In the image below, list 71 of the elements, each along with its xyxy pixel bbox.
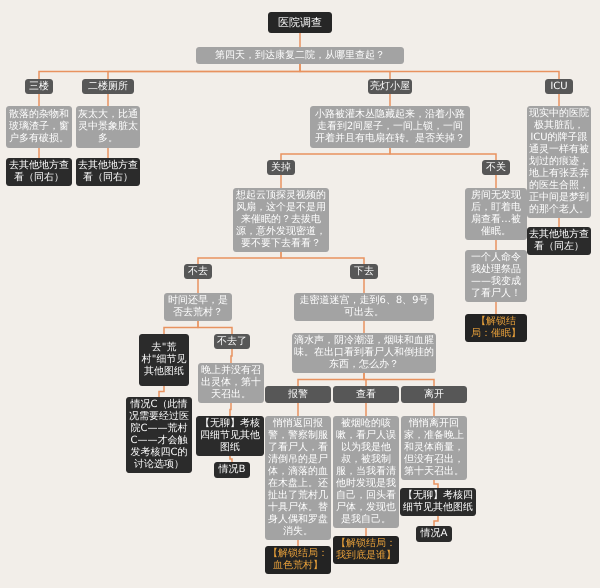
connector-line (280, 252, 365, 264)
connector-line (297, 540, 299, 546)
choice-box: 三楼 (25, 79, 53, 94)
description-box: 走密道迷宫，走到6、8、9号可出去。 (294, 293, 434, 321)
description-box: 一个人命令我处理祭品——我变成了看尸人！ (465, 250, 527, 302)
connector-line (38, 94, 40, 106)
connector-line (389, 148, 497, 160)
connector-line (365, 403, 367, 416)
connector-line (229, 456, 233, 462)
choice-box: 不关 (482, 160, 510, 175)
description-box: 时间还早，是否去荒村？ (164, 293, 232, 321)
connector-line (229, 403, 232, 416)
choice-box: 离开 (401, 386, 467, 403)
connector-line (389, 94, 391, 106)
connector-line (495, 302, 497, 314)
connector-line (363, 373, 435, 386)
description-box: 灰太大，比通灵中景象脏太多。 (76, 106, 140, 148)
connector-line (363, 279, 365, 293)
description-box: 晚上并没有召出灵体，第十天召出。 (198, 363, 264, 403)
connector-line (558, 218, 560, 227)
result-box: 情况A (416, 526, 452, 542)
connector-line (197, 279, 199, 293)
result-box: 去其他地方查看（同左） (527, 227, 591, 255)
description-box: 悄悄返回报警，警察制服了看尸人，看清倒吊的是尸体，滴落的血在木盘上。还扯出了荒村几十具尸体。替身人偶和罗盘消失。 (265, 416, 331, 540)
connector-line (365, 528, 367, 536)
description-box: 悄悄离开回家，准备晚上和灵体商量，但没有召出，第十天召出。 (401, 416, 467, 480)
result-box: 去其他地方查看（同右） (76, 158, 140, 186)
ending-box: 【解锁结局：血色荒村】 (265, 546, 331, 574)
connector-line (280, 175, 282, 188)
connector-line (107, 148, 109, 158)
choice-box: 不去了 (214, 334, 250, 349)
choice-box: 查看 (333, 386, 399, 403)
choice-box: 报警 (265, 386, 331, 403)
choice-box: ICU (545, 79, 573, 94)
result-box: 【无聊】考核四细节见其他图纸 (196, 416, 264, 456)
connector-line (433, 480, 439, 488)
connector-line (299, 33, 301, 47)
connector-line (38, 148, 40, 158)
connector-line (297, 403, 299, 416)
choice-box: 下去 (350, 264, 378, 279)
result-box: 情况B (214, 462, 250, 478)
description-box: 被烟呛的咳嗽，看尸人误以为我是他叔，被我制服，当我看清他时发现是我自己，回头看尸体，发现也是我自己。 (333, 416, 399, 528)
description-box: 想起云顶探灵视频的风扇，这个是不是用来催眠的？去拔电源，意外发现密道，要不要下去看看？ (233, 188, 329, 252)
result-box: 去"荒村"细节见其他图纸 (139, 334, 189, 386)
description-box: 第四天，到达康复二院，从哪里查起？ (196, 47, 404, 64)
description-box: 小路被灌木丛隐藏起来，沿着小路走看到2间屋子，一间上锁，一间开着并且有电扇在转。是否关掉？ (310, 106, 470, 148)
title-box: 医院调查 (268, 12, 332, 33)
connector-line (230, 349, 233, 363)
connector-line (433, 516, 439, 526)
description-box: 房间无发现后，盯着电扇查看…被催眠。 (465, 188, 527, 240)
choice-box: 关掉 (267, 160, 295, 175)
connector-line (197, 321, 233, 334)
description-box: 现实中的医院极其脏乱，ICU的牌子跟通灵一样有被划过的痕迹，地上有张丢弃的医生合照，正中间是梦到的那个老人。 (527, 106, 591, 218)
choice-box: 二楼厕所 (82, 79, 134, 94)
result-box: 去其他地方查看（同右） (6, 158, 72, 186)
connector-line (363, 321, 365, 333)
result-box: 情况C（此情况需要经过医院C——荒村C——才会触发考核四C的讨论选项） (126, 397, 192, 473)
ending-box: 【解锁结局：催眠】 (465, 314, 527, 342)
result-box: 【无聊】考核四细节见其他图纸 (400, 488, 476, 516)
connector-line (495, 240, 497, 250)
connector-line (433, 403, 435, 416)
choice-box: 不去 (184, 264, 212, 279)
description-box: 滴水声，阴冷潮湿，烟味和血腥味。在出口看到看尸人和倒挂的东西，怎么办？ (292, 333, 436, 373)
connector-line (495, 175, 497, 188)
connector-line (158, 386, 165, 397)
connector-line (107, 94, 109, 106)
choice-box: 亮灯小屋 (368, 79, 412, 94)
connector-line (299, 64, 560, 79)
ending-box: 【解锁结局：我到底是谁】 (333, 536, 399, 564)
description-box: 散落的杂物和玻璃渣子，窗户多有破损。 (6, 106, 72, 148)
connector-line (558, 94, 560, 106)
